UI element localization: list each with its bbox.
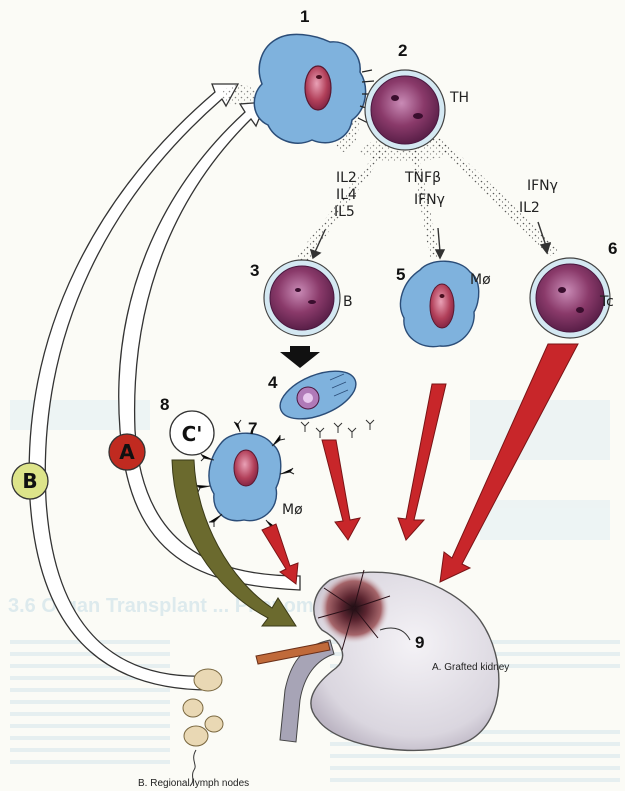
circle-a-label: A: [119, 440, 135, 464]
label-8: 8: [160, 395, 169, 414]
cytokine-tnfb: TNFβ: [404, 170, 441, 186]
lymph-caption: B. Regional lymph nodes: [138, 778, 249, 789]
circle-b-label: B: [22, 469, 37, 493]
cytokine-il2: IL2: [336, 170, 357, 186]
b-cell-3: [264, 260, 340, 336]
label-5: 5: [396, 265, 405, 284]
cytokine-ifng-1: IFNγ: [414, 192, 445, 208]
label-3: 3: [250, 261, 259, 280]
label-th: TH: [449, 90, 469, 106]
plasma-cell-4: [273, 361, 362, 428]
macrophage-cell-5: [401, 261, 479, 346]
antibodies: [301, 420, 374, 438]
cytokines-tc: IFNγ IL2: [519, 178, 558, 216]
cytokines-b: IL2 IL4 IL5: [334, 170, 357, 220]
label-b-cell: B: [343, 294, 353, 310]
arrow-mo5-to-kidney: [398, 384, 446, 540]
label-1: 1: [300, 7, 309, 26]
background-page: 3.6 Organ Transplant ... Phenomenon: [8, 400, 620, 782]
label-4: 4: [268, 373, 278, 392]
arrow-tc-to-kidney: [440, 344, 578, 582]
label-6: 6: [608, 239, 617, 258]
cytokine-il4: IL4: [336, 187, 357, 203]
circle-a: A: [109, 434, 145, 470]
kidney-caption: A. Grafted kidney: [432, 662, 509, 673]
cytokine-il2-tc: IL2: [519, 200, 540, 216]
arrow-plasma-to-kidney: [322, 440, 360, 540]
label-2: 2: [398, 41, 407, 60]
cytokine-il5: IL5: [334, 204, 355, 220]
label-macrophage-5: Mø: [470, 272, 491, 288]
th-cell-2: [365, 70, 445, 150]
circle-c-label: C': [182, 422, 203, 446]
cytokine-ifng-2: IFNγ: [527, 178, 558, 194]
b-to-plasma-arrow: [280, 346, 320, 368]
circle-c: C': [170, 411, 214, 455]
circle-b: B: [12, 463, 48, 499]
tc-cell-6: [530, 258, 610, 338]
label-macrophage-7: Mø: [282, 502, 303, 518]
label-tc: Tc: [599, 294, 614, 310]
label-7: 7: [248, 419, 257, 438]
label-9: 9: [415, 633, 424, 652]
